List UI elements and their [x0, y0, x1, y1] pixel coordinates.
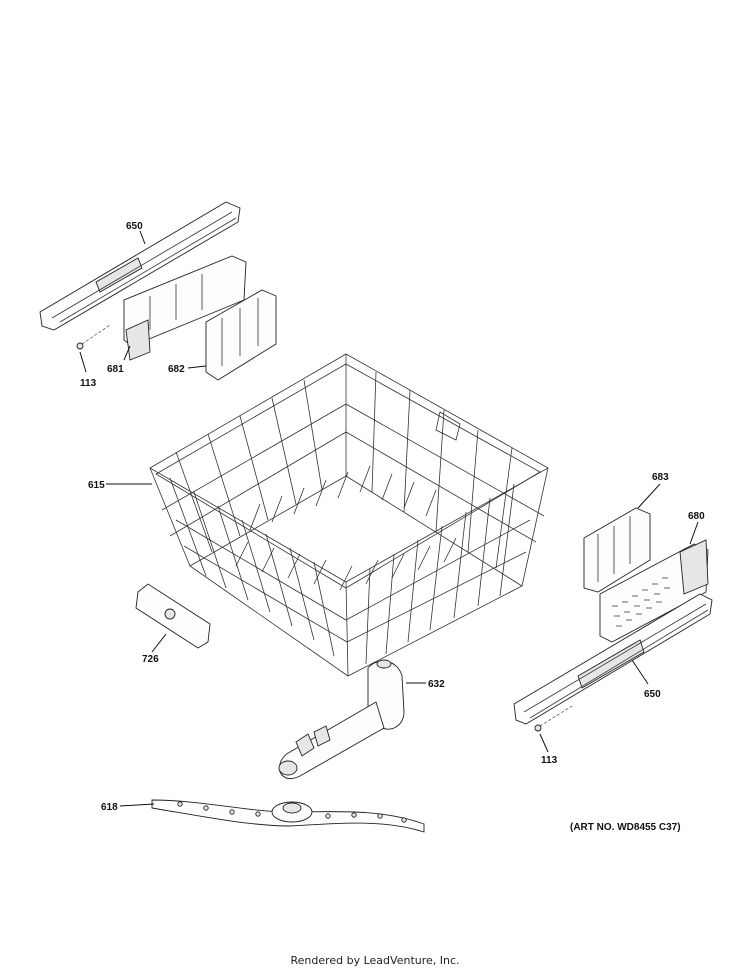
bracket-682 [205, 289, 277, 381]
callout-726: 726 [142, 654, 159, 665]
callout-650-upper: 650 [126, 221, 143, 232]
callout-113-left: 113 [80, 378, 97, 389]
leader-682 [187, 365, 207, 369]
upper-rack-basket [149, 353, 549, 677]
callout-682: 682 [168, 364, 185, 375]
callout-683: 683 [652, 472, 669, 483]
callout-618: 618 [101, 802, 118, 813]
screw-axis-right [539, 705, 573, 727]
leader-113-left [79, 351, 87, 373]
callout-650-lower: 650 [644, 689, 661, 700]
leader-726 [151, 633, 167, 653]
manifold-632 [278, 659, 405, 780]
callout-632: 632 [428, 679, 445, 690]
leader-650-upper [139, 230, 146, 245]
leader-650-lower [631, 659, 649, 685]
spray-arm-618 [151, 799, 425, 833]
bracket-683 [583, 507, 651, 593]
leader-683 [637, 483, 661, 509]
leader-618 [119, 803, 155, 807]
label-726 [135, 583, 211, 649]
callout-113-right: 113 [541, 755, 558, 766]
leader-681 [123, 345, 131, 361]
footer-credit: Rendered by LeadVenture, Inc. [290, 954, 460, 967]
callout-680: 680 [688, 511, 705, 522]
leader-113-right [539, 733, 549, 753]
callout-615: 615 [88, 480, 105, 491]
clip-681 [123, 255, 247, 361]
screw-left-part [76, 342, 84, 350]
screw-right-part [534, 724, 542, 732]
lower-rail-right [513, 593, 713, 725]
callout-681: 681 [107, 364, 124, 375]
clip-680 [599, 539, 709, 643]
upper-rail-left [39, 201, 241, 331]
screw-axis-left [81, 324, 111, 345]
art-number: (ART NO. WD8455 C37) [570, 822, 681, 833]
leader-680 [689, 521, 699, 545]
